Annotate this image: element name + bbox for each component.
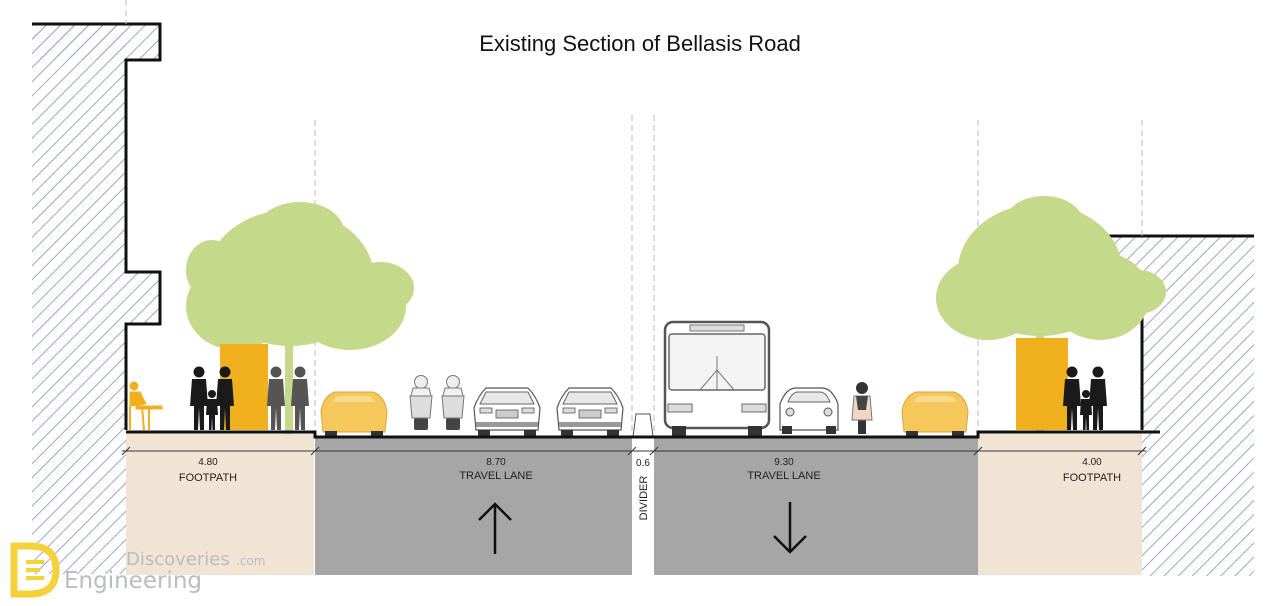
divider-label: DIVIDER bbox=[638, 476, 650, 521]
cafe-seating bbox=[129, 381, 163, 431]
watermark-logo-icon bbox=[10, 542, 60, 598]
watermark: Discoveries .com Engineering bbox=[10, 542, 265, 598]
lane-up-width: 8.70 bbox=[486, 457, 506, 468]
arrow-down-icon bbox=[773, 502, 807, 554]
yellow-car-down bbox=[901, 391, 969, 437]
bus bbox=[663, 320, 771, 436]
left-building-cornice bbox=[126, 24, 160, 60]
right-kiosk bbox=[1016, 338, 1068, 430]
white-car-1 bbox=[473, 387, 541, 437]
motorcyclist bbox=[851, 382, 873, 434]
left-footpath-width: 4.80 bbox=[198, 457, 218, 468]
scooter-2 bbox=[441, 375, 465, 431]
divider-surface bbox=[632, 437, 654, 575]
right-footpath-surface bbox=[978, 432, 1142, 575]
left-building-outline bbox=[32, 22, 162, 430]
dimension-line bbox=[121, 446, 1147, 456]
diagram-title: Existing Section of Bellasis Road bbox=[479, 31, 801, 56]
scooter-1 bbox=[409, 375, 433, 431]
divider-kerb bbox=[632, 413, 654, 438]
right-pedestrians bbox=[1063, 366, 1107, 430]
lane-up-label: TRAVEL LANE bbox=[459, 470, 532, 482]
watermark-line1: Discoveries bbox=[126, 549, 230, 570]
arrow-up-icon bbox=[478, 502, 512, 554]
small-car bbox=[779, 387, 839, 434]
left-tree bbox=[186, 202, 414, 434]
lane-down-label: TRAVEL LANE bbox=[747, 470, 820, 482]
lane-down-surface bbox=[654, 437, 978, 575]
left-building bbox=[32, 24, 126, 574]
right-footpath-width: 4.00 bbox=[1082, 457, 1102, 468]
left-pedestrians bbox=[190, 366, 234, 430]
white-car-2 bbox=[556, 387, 624, 437]
divider-width: 0.6 bbox=[636, 458, 650, 469]
right-footpath-label: FOOTPATH bbox=[1063, 472, 1121, 484]
left-footpath-label: FOOTPATH bbox=[179, 472, 237, 484]
left-building-upper bbox=[32, 24, 126, 60]
left-footpath-surface bbox=[126, 432, 314, 575]
right-tree bbox=[936, 196, 1166, 432]
left-building-balcony bbox=[126, 272, 160, 324]
ground-line bbox=[126, 430, 1160, 439]
watermark-line2: Engineering bbox=[64, 568, 202, 594]
lane-down-width: 9.30 bbox=[774, 457, 794, 468]
watermark-suffix: .com bbox=[236, 554, 265, 568]
yellow-car-up bbox=[320, 391, 388, 437]
lane-up-surface bbox=[315, 437, 632, 575]
